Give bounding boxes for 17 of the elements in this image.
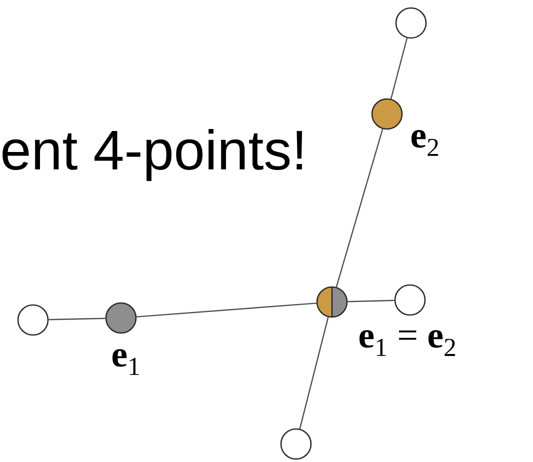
connecting-line [348,300,394,302]
split-circle [316,286,348,318]
heading-text: ent 4-points! [2,128,302,181]
connecting-line [48,318,106,320]
connecting-line [390,38,408,100]
connecting-line [336,128,384,288]
connecting-line [299,317,329,429]
filled-circle [371,98,403,130]
empty-circle [395,7,427,39]
math-label: e$_{2}$ [411,130,438,156]
empty-circle [394,284,426,316]
empty-circle [280,428,312,460]
empty-circle [17,304,49,336]
math-label: e$_{1}$ = e$_{2}$ [359,330,456,356]
filled-circle [105,302,137,334]
math-label: e$_{1}$ [112,349,139,375]
connecting-line [136,302,316,318]
